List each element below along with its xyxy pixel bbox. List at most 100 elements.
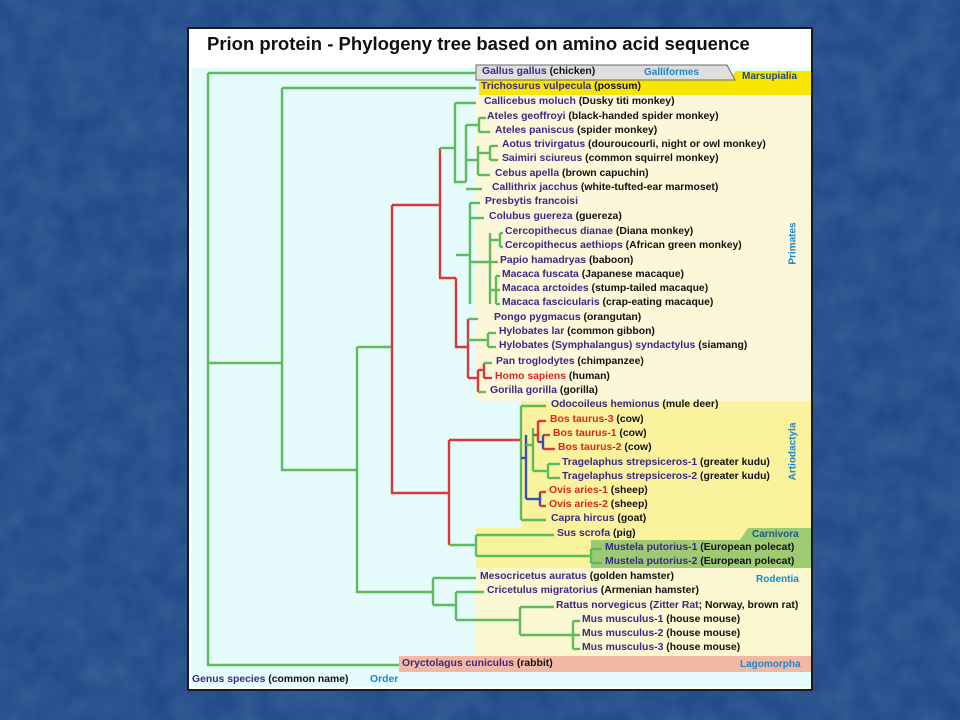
taxon-common-name: (house mouse): [663, 628, 741, 639]
tree-branches: [206, 71, 602, 667]
taxon-species: Bos taurus-1: [553, 428, 617, 439]
order-label-galliformes: Galliformes: [644, 67, 700, 78]
taxon-label: Cercopithecus aethiops (African green mo…: [505, 240, 742, 252]
taxon-common-name: (douroucourli, night or owl monkey): [585, 139, 766, 150]
taxon-label: Macaca fascicularis (crap-eating macaque…: [502, 297, 713, 309]
taxon-label: Sus scrofa (pig): [557, 528, 636, 540]
taxon-label: Callithrix jacchus (white-tufted-ear mar…: [492, 182, 718, 194]
taxon-common-name: (goat): [614, 513, 647, 524]
taxon-species: Macaca fascicularis: [502, 297, 600, 308]
taxon-common-name: (brown capuchin): [559, 168, 649, 179]
taxon-label: Ateles geoffroyi (black-handed spider mo…: [487, 111, 719, 123]
taxon-common-name: (black-handed spider monkey): [565, 111, 719, 122]
taxon-label: Bos taurus-3 (cow): [550, 414, 644, 426]
taxon-common-name: (orangutan): [580, 312, 642, 323]
taxon-common-name: (gorilla): [556, 385, 598, 396]
taxon-common-name: (spider monkey): [574, 125, 658, 136]
branch-primates-ungulates: [390, 205, 449, 495]
taxon-common-name: (European polecat): [697, 542, 795, 553]
taxon-species: Hylobates (Symphalangus) syndactylus: [499, 340, 696, 351]
taxon-label: Saimiri sciureus (common squirrel monkey…: [502, 153, 719, 165]
taxon-species: Mesocricetus auratus: [480, 571, 587, 582]
taxon-label: Ateles paniscus (spider monkey): [495, 125, 657, 137]
taxon-species: Saimiri sciureus: [502, 153, 583, 164]
taxon-label: Mesocricetus auratus (golden hamster): [480, 571, 674, 583]
taxon-species: Mustela putorius-1: [605, 542, 698, 553]
order-label-marsupialia: Marsupialia: [742, 71, 798, 82]
taxon-label: Bos taurus-1 (cow): [553, 428, 647, 440]
taxon-label: Macaca fuscata (Japanese macaque): [502, 269, 684, 281]
taxon-common-name: (cow): [613, 414, 644, 425]
taxon-species: Macaca fuscata: [502, 269, 579, 280]
branch-marsupial-split: [280, 88, 357, 472]
taxon-common-name: (African green monkey): [622, 240, 742, 251]
taxon-label: Cebus apella (brown capuchin): [495, 168, 649, 180]
taxon-label: Homo sapiens (human): [495, 371, 610, 383]
taxon-label: Mustela putorius-1 (European polecat): [605, 542, 794, 554]
legend-genus-species: Genus species (common name): [192, 674, 349, 685]
taxon-species: Trichosurus vulpecula: [481, 81, 592, 92]
taxon-species: Pan troglodytes: [496, 356, 575, 367]
taxon-label: Macaca arctoides (stump-tailed macaque): [502, 283, 708, 295]
taxon-species: Mus musculus-2: [582, 628, 664, 639]
taxon-common-name: (European polecat): [697, 556, 795, 567]
legend-genus-species-text: Genus species: [192, 674, 266, 685]
taxon-common-name: (siamang): [695, 340, 748, 351]
taxon-common-name: (pig): [610, 528, 636, 539]
order-label-artiodactyla: Artiodactyla: [787, 422, 799, 481]
taxon-species: Tragelaphus strepsiceros-1: [562, 457, 698, 468]
taxon-label: Tragelaphus strepsiceros-1 (greater kudu…: [562, 457, 770, 469]
taxon-species: Papio hamadryas: [500, 255, 587, 266]
taxon-common-name: (white-tufted-ear marmoset): [578, 182, 719, 193]
lagomorpha-band: [399, 656, 811, 672]
taxon-label: Gorilla gorilla (gorilla): [490, 385, 598, 397]
taxon-label: Presbytis francoisi: [485, 196, 578, 208]
taxon-species: Colubus guereza: [489, 211, 573, 222]
taxon-species: Bos taurus-3: [550, 414, 614, 425]
carnivora-tab: [740, 528, 811, 540]
order-label-rodentia: Rodentia: [756, 574, 799, 585]
taxon-species: Tragelaphus strepsiceros-2: [562, 471, 698, 482]
taxon-common-name: (mule deer): [659, 399, 719, 410]
taxon-common-name: (stump-tailed macaque): [588, 283, 709, 294]
figure-title: Prion protein - Phylogeny tree based on …: [207, 33, 750, 54]
taxon-common-name: (greater kudu): [697, 471, 770, 482]
taxon-species: Oryctolagus cuniculus: [402, 658, 515, 669]
taxon-common-name: (golden hamster): [586, 571, 675, 582]
taxon-label: Ovis aries-1 (sheep): [549, 485, 648, 497]
taxon-species: Pongo pygmacus: [494, 312, 581, 323]
taxon-common-name: (Japanese macaque): [578, 269, 684, 280]
marsupialia-band: [479, 80, 811, 95]
taxon-species: Ovis aries-1: [549, 485, 608, 496]
taxon-label: Gallus gallus (chicken): [482, 66, 595, 78]
branch-primates-split: [438, 148, 456, 280]
taxon-common-name: (sheep): [607, 485, 648, 496]
taxon-species: Rattus norvegicus (Zitter Rat: [556, 600, 699, 611]
taxon-label: Pan troglodytes (chimpanzee): [496, 356, 644, 368]
taxon-common-name: (house mouse): [663, 642, 741, 653]
taxon-label: Papio hamadryas (baboon): [500, 255, 633, 267]
taxon-species: Aotus trivirgatus: [502, 139, 586, 150]
taxon-common-name: (chicken): [546, 66, 596, 77]
taxon-species: Mus musculus-1: [582, 614, 664, 625]
taxon-common-name: (guereza): [572, 211, 622, 222]
taxon-common-name: (chimpanzee): [574, 356, 644, 367]
taxon-common-name: (human): [566, 371, 610, 382]
galliformes-tab: [475, 64, 736, 81]
taxon-common-name: (possum): [591, 81, 641, 92]
taxon-species: Cebus apella: [495, 168, 560, 179]
taxon-species: Odocoileus hemionus: [551, 399, 660, 410]
artiodactyla-band: [521, 401, 811, 528]
taxon-label: Trichosurus vulpecula (possum): [481, 81, 641, 93]
taxon-species: Cricetulus migratorius: [487, 585, 598, 596]
taxon-common-name: (common squirrel monkey): [582, 153, 719, 164]
taxon-common-name: (cow): [616, 428, 647, 439]
carnivora-inner-band: [591, 540, 811, 568]
taxon-label: Mustela putorius-2 (European polecat): [605, 556, 794, 568]
taxon-common-name: (rabbit): [514, 658, 553, 669]
taxon-common-name: (Armenian hamster): [597, 585, 699, 596]
legend-order: Order: [370, 674, 399, 685]
taxon-species: Callicebus moluch: [484, 96, 576, 107]
taxon-species: Mustela putorius-2: [605, 556, 698, 567]
